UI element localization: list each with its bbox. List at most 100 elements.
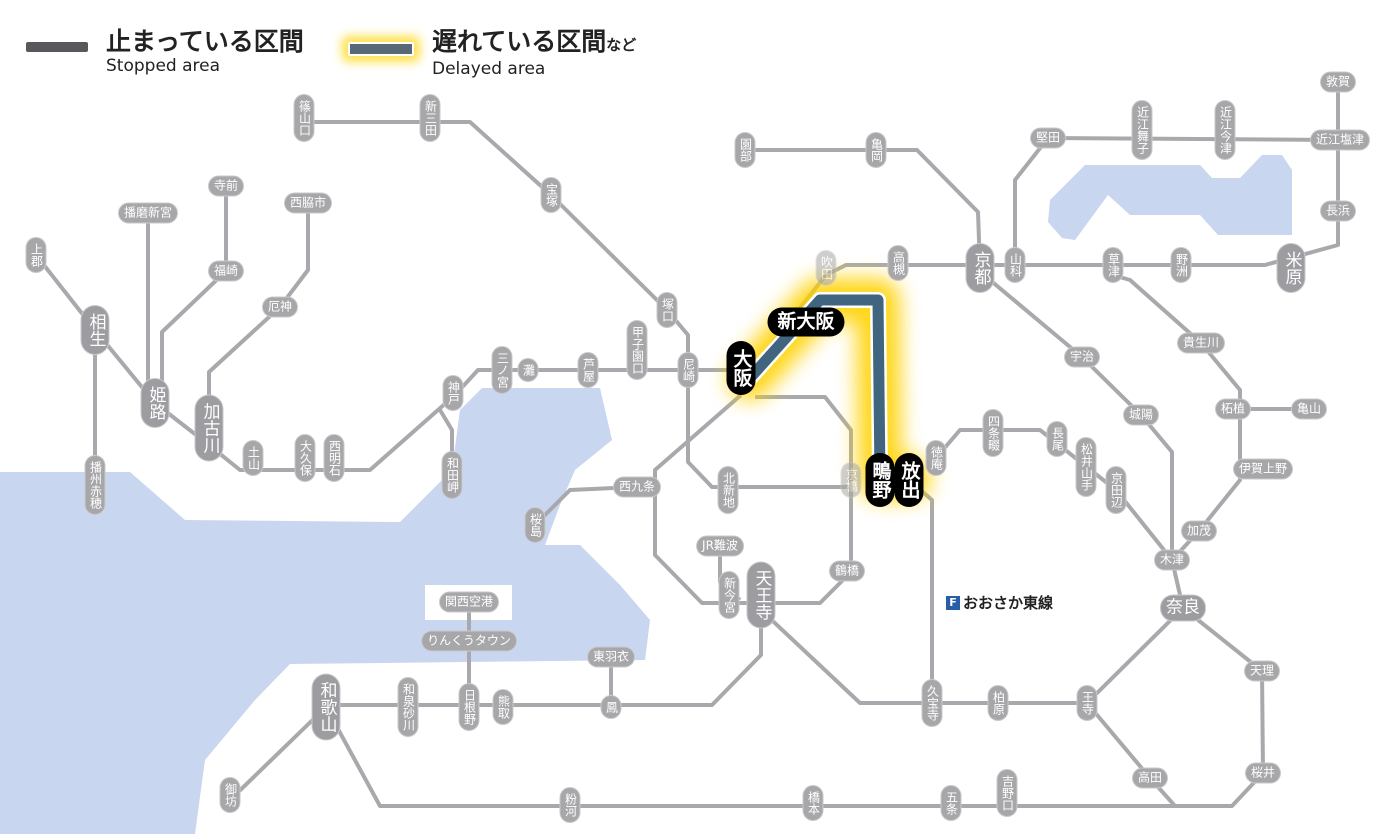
station-button[interactable]: 近江舞子 (1132, 101, 1152, 159)
station-button[interactable]: 宝塚 (541, 178, 561, 212)
station-button[interactable]: 亀山 (1291, 399, 1327, 419)
legend-delayed-suffix: など (606, 36, 637, 54)
station-button[interactable]: 木津 (1154, 550, 1190, 570)
station-button[interactable]: 高槻 (888, 246, 908, 280)
station-button[interactable]: 寺前 (208, 176, 244, 196)
station-button[interactable]: 神戸 (443, 376, 463, 410)
station-button[interactable]: 亀岡 (866, 133, 886, 167)
station-button[interactable]: 伊賀上野 (1233, 459, 1293, 479)
station-button[interactable]: 松井山手 (1076, 438, 1096, 496)
station-button[interactable]: 芦屋 (578, 353, 598, 387)
station-button[interactable]: 熊取 (493, 690, 513, 724)
station-button[interactable]: 新今宮 (719, 572, 739, 618)
station-button[interactable]: 野洲 (1171, 248, 1191, 282)
rail-line (745, 148, 982, 269)
station-button[interactable]: 久宝寺 (922, 680, 942, 726)
station-button[interactable]: 城陽 (1123, 405, 1159, 425)
station-button[interactable]: 大阪 (726, 341, 756, 395)
station-button[interactable]: 播磨新宮 (118, 203, 178, 223)
station-button[interactable]: 放出 (894, 453, 924, 507)
station-button[interactable]: 上郡 (26, 238, 46, 272)
line-f-icon: F (946, 595, 960, 610)
line-name: おおさか東線 (963, 594, 1054, 612)
station-button[interactable]: JR難波 (697, 536, 743, 556)
station-button[interactable]: 和泉砂川 (398, 678, 418, 736)
station-button[interactable]: 鶴橋 (829, 561, 865, 581)
station-button[interactable]: 日根野 (459, 684, 479, 730)
station-button[interactable]: 西明石 (324, 435, 344, 481)
station-button[interactable]: 篠山口 (294, 95, 314, 141)
station-button[interactable]: 貴生川 (1177, 333, 1225, 353)
station-button[interactable]: 敦賀 (1320, 72, 1356, 92)
station-button[interactable]: 京橋 (841, 463, 861, 497)
station-button[interactable]: 近江今津 (1215, 101, 1235, 159)
station-button[interactable]: りんくうタウン (422, 631, 516, 651)
station-button[interactable]: 山科 (1005, 248, 1025, 282)
station-button[interactable]: 新大阪 (767, 307, 845, 337)
station-button[interactable]: 吉野口 (997, 770, 1017, 816)
station-button[interactable]: 播州赤穂 (85, 456, 105, 514)
station-button[interactable]: 草津 (1103, 248, 1123, 282)
station-button[interactable]: 長尾 (1047, 422, 1067, 456)
station-button[interactable]: 徳庵 (926, 441, 946, 475)
station-button[interactable]: 柘植 (1215, 399, 1251, 419)
station-button[interactable]: 近江塩津 (1310, 130, 1370, 150)
station-button[interactable]: 尼崎 (678, 353, 698, 387)
station-button[interactable]: 西九条 (613, 477, 661, 497)
rail-line (304, 120, 851, 489)
rail-line (207, 203, 310, 428)
station-button[interactable]: 長浜 (1320, 201, 1356, 221)
station-button[interactable]: 天王寺 (747, 562, 775, 628)
station-button[interactable]: 西脇市 (284, 193, 332, 213)
station-button[interactable]: 宇治 (1064, 347, 1100, 367)
station-button[interactable]: 加茂 (1181, 521, 1217, 541)
station-button[interactable]: 加古川 (195, 395, 223, 461)
delayed-swatch (348, 42, 414, 56)
station-button[interactable]: 天理 (1244, 661, 1280, 681)
rail-line (228, 705, 328, 802)
rail-line (653, 393, 853, 605)
station-button[interactable]: 塚口 (657, 293, 677, 327)
osaka-bay (0, 388, 650, 834)
station-button[interactable]: 甲子園口 (627, 321, 647, 379)
station-button[interactable]: 高田 (1132, 768, 1168, 788)
station-button[interactable]: 吹田 (816, 251, 836, 285)
station-button[interactable]: 関西空港 (439, 592, 499, 612)
station-button[interactable]: 相生 (81, 306, 109, 354)
station-button[interactable]: 王寺 (1077, 686, 1097, 720)
station-button[interactable]: 新三田 (420, 95, 440, 141)
station-button[interactable]: 福崎 (208, 261, 244, 281)
station-button[interactable]: 大久保 (295, 435, 315, 481)
station-button[interactable]: 五条 (941, 786, 961, 820)
station-button[interactable]: 土山 (243, 441, 263, 475)
station-button[interactable]: 柏原 (988, 686, 1008, 720)
legend-stopped-en: Stopped area (106, 56, 221, 76)
station-button[interactable]: 東羽衣 (587, 647, 635, 667)
station-button[interactable]: 京都 (966, 244, 994, 292)
station-button[interactable]: 堅田 (1030, 128, 1066, 148)
station-button[interactable]: 和歌山 (312, 674, 340, 740)
station-button[interactable]: 粉河 (560, 788, 580, 822)
rail-line (907, 478, 934, 703)
station-button[interactable]: 灘 (518, 359, 538, 381)
station-button[interactable]: 桜島 (525, 508, 545, 542)
rail-line (1013, 136, 1341, 265)
station-button[interactable]: 鳳 (601, 696, 621, 718)
legend-stopped-jp: 止まっている区間 (106, 27, 304, 56)
station-button[interactable]: 米原 (1277, 244, 1305, 292)
station-button[interactable]: 奈良 (1161, 595, 1205, 621)
rail-line (934, 428, 1174, 562)
osaka-higashi-line-label: F おおさか東線 (946, 592, 1053, 613)
station-button[interactable]: 三ノ宮 (492, 347, 512, 393)
station-button[interactable]: 京田辺 (1106, 467, 1126, 513)
station-button[interactable]: 和田岬 (442, 452, 462, 498)
station-button[interactable]: 四条畷 (983, 410, 1003, 456)
station-button[interactable]: 北新地 (718, 467, 738, 513)
station-button[interactable]: 厄神 (262, 297, 298, 317)
station-button[interactable]: 橋本 (803, 786, 823, 820)
station-button[interactable]: 鴫野 (865, 453, 895, 507)
station-button[interactable]: 桜井 (1245, 763, 1281, 783)
station-button[interactable]: 園部 (735, 133, 755, 167)
station-button[interactable]: 姫路 (141, 379, 169, 427)
station-button[interactable]: 御坊 (220, 778, 240, 812)
